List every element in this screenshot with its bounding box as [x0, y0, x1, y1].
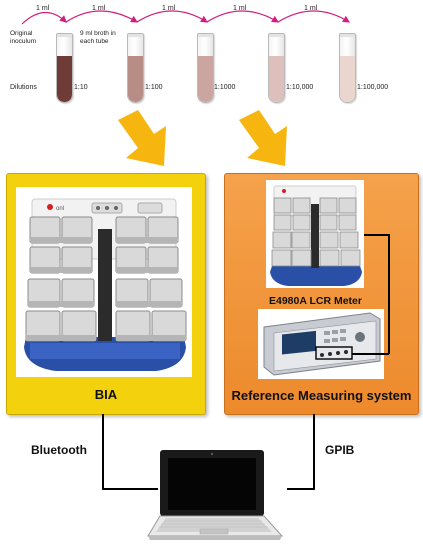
gpib-label: GPIB: [325, 443, 355, 457]
dilution-ratio: 1:10,000: [286, 84, 314, 91]
lcr-meter-image: [258, 309, 384, 379]
svg-text:onl: onl: [56, 206, 64, 212]
gpib-link-line: [313, 414, 315, 490]
tube-liquid: [198, 56, 213, 102]
bia-device-illustration: onl: [24, 198, 187, 371]
dilution-tube: [197, 33, 214, 103]
bluetooth-link-line: [102, 414, 104, 490]
dilution-tube: [268, 33, 285, 103]
dilution-ratio: 1:1000: [214, 84, 236, 91]
serial-dilution-figure: 1 ml 1 ml 1 ml 1 ml 1 ml Original inocul…: [0, 0, 423, 110]
dilutions-label: Dilutions: [10, 84, 37, 91]
transfer-arrow: [65, 10, 139, 23]
broth-note: 9 ml broth in each tube: [80, 30, 116, 45]
bluetooth-label: Bluetooth: [31, 443, 87, 457]
bluetooth-link-line: [102, 488, 158, 490]
arrow-to-bia: [118, 110, 166, 166]
gpib-link-line: [287, 488, 315, 490]
meter-label: E4980A LCR Meter: [269, 295, 362, 307]
dilution-ratio: 1:100,000: [357, 84, 389, 91]
original-inoculum-label: Original inoculum: [10, 30, 37, 45]
bia-panel: onl BIA: [6, 173, 206, 415]
reference-panel: E4980A LCR Meter Reference Measuring sys…: [224, 173, 419, 415]
reference-bia-image: [266, 180, 364, 288]
tube-liquid: [57, 56, 72, 102]
transfer-label: 1 ml: [304, 5, 318, 12]
cable-line: [352, 353, 389, 355]
transfer-arrow: [206, 10, 280, 23]
dilution-tube: [127, 33, 144, 103]
tube-liquid: [340, 56, 355, 102]
transfer-label: 1 ml: [92, 5, 106, 12]
transfer-label: 1 ml: [162, 5, 176, 12]
laptop-illustration: [147, 450, 284, 540]
transfer-arrow: [136, 10, 209, 23]
transfer-arrow: [21, 11, 67, 25]
transfer-label: 1 ml: [36, 5, 50, 12]
bia-device-image: onl: [16, 187, 192, 377]
transfer-arcs: [21, 10, 351, 25]
tube-liquid: [269, 56, 284, 102]
lcr-meter-illustration: [263, 312, 381, 376]
reference-bia-illustration: [270, 185, 362, 286]
arrow-to-reference: [239, 110, 287, 166]
transfer-label: 1 ml: [233, 5, 247, 12]
laptop-icon: [146, 448, 284, 542]
tube-liquid: [128, 56, 143, 102]
dilution-tube: [56, 33, 73, 103]
dilution-tube: [339, 33, 356, 103]
reference-label: Reference Measuring system: [231, 388, 412, 403]
dilution-ratio: 1:100: [145, 84, 163, 91]
dilution-ratio: 1:10: [74, 84, 88, 91]
bia-label: BIA: [94, 387, 118, 402]
cable-line: [388, 234, 390, 354]
transfer-arrow: [277, 10, 351, 23]
cable-line: [364, 234, 389, 236]
